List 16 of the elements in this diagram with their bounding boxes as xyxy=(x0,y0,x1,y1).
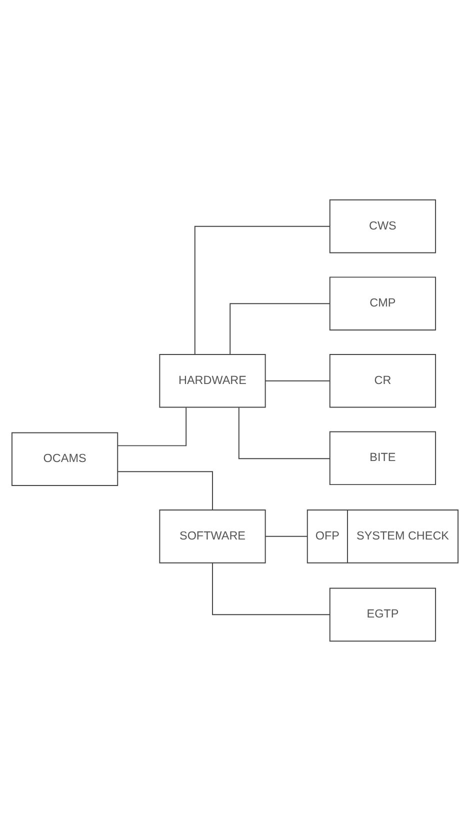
node-box: SOFTWARE xyxy=(159,509,266,563)
connector xyxy=(264,535,308,536)
node-box: CWS xyxy=(329,198,436,253)
node-box: EGTP xyxy=(329,587,436,642)
connector xyxy=(117,470,213,510)
connector xyxy=(117,406,187,446)
node-box: CMP xyxy=(329,276,436,330)
node-box: HARDWARE xyxy=(159,353,266,408)
node-box: OCAMS xyxy=(11,432,118,486)
node-box: CR xyxy=(329,353,436,408)
connector xyxy=(264,380,330,381)
node-box: BITE xyxy=(329,430,436,485)
connector xyxy=(212,562,330,615)
connector xyxy=(238,406,330,459)
connector xyxy=(194,225,330,354)
connector xyxy=(230,302,330,354)
